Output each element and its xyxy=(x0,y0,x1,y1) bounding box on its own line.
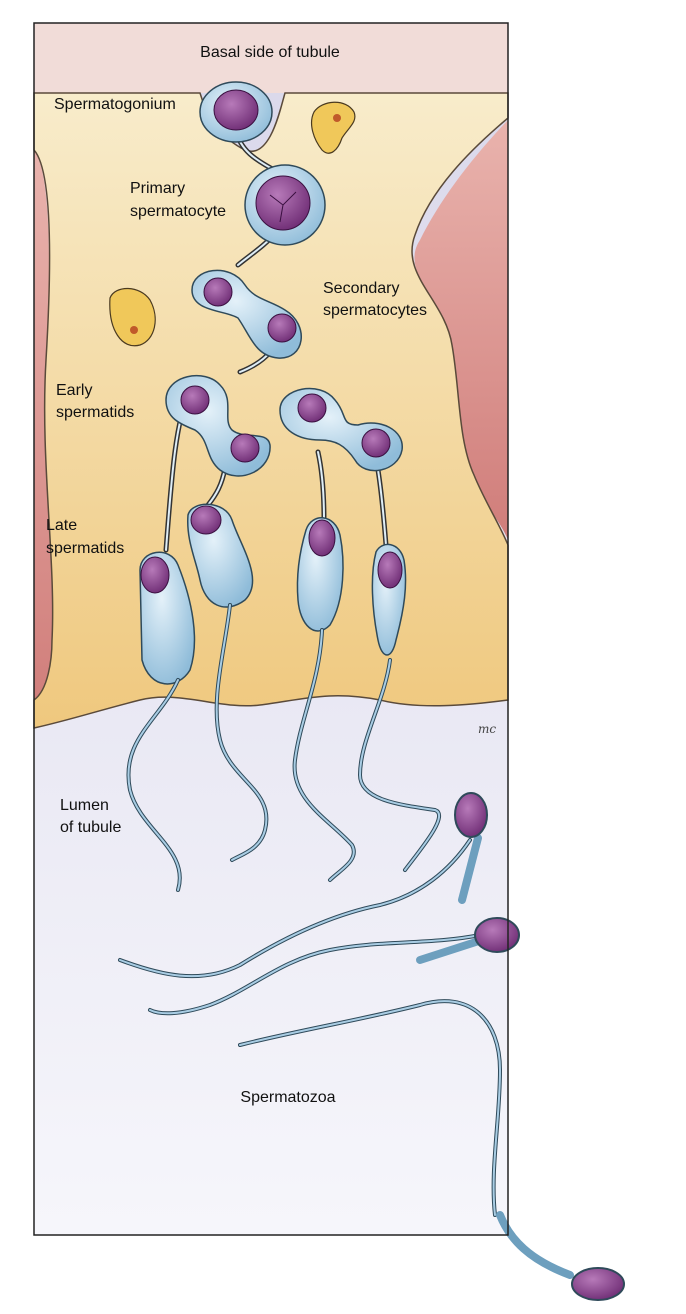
diagram-frame xyxy=(33,22,509,1236)
label-primary-line1: Primary xyxy=(130,180,185,197)
right-interstitial-region xyxy=(414,120,508,540)
early-spermatid-nucleus-4 xyxy=(361,428,391,458)
label-spermatogonium: Spermatogonium xyxy=(54,96,176,113)
spermatozoon-1 xyxy=(454,792,488,904)
label-early-line2: spermatids xyxy=(56,404,134,421)
late-spermatid-head-4 xyxy=(377,551,403,589)
primary-chromatin xyxy=(269,191,297,223)
spermatogonium-nucleus xyxy=(213,89,259,131)
late-spermatid-head-1 xyxy=(140,556,170,594)
early-spermatid-nucleus-1 xyxy=(180,385,210,415)
early-spermatids xyxy=(165,374,403,477)
label-secondary-line2: spermatocytes xyxy=(323,302,427,319)
sertoli-nucleus-upper xyxy=(310,101,356,154)
label-early-line1: Early xyxy=(56,382,92,399)
label-primary-line2: spermatocyte xyxy=(130,203,226,220)
early-spermatid-nucleus-3 xyxy=(297,393,327,423)
primary-spermatocyte-nucleus xyxy=(255,175,311,231)
label-spermatozoa: Spermatozoa xyxy=(240,1089,335,1106)
late-spermatid-head-2 xyxy=(190,505,222,535)
sertoli-nucleolus-upper xyxy=(333,114,341,122)
sertoli-nucleus-lower xyxy=(109,287,156,347)
spermatozoon-3-head xyxy=(571,1267,625,1301)
label-late-line1: Late xyxy=(46,517,77,534)
spermatozoa-tails-inner xyxy=(119,604,502,1216)
label-lumen-line1: Lumen xyxy=(60,797,109,814)
spermatozoon-1-head xyxy=(454,792,488,838)
late-spermatids xyxy=(139,503,407,685)
early-spermatid-nucleus-2 xyxy=(230,433,260,463)
secondary-spermatocytes xyxy=(191,269,302,359)
spermatozoon-3 xyxy=(496,1211,625,1301)
secondary-nucleus-2 xyxy=(267,313,297,343)
basal-membrane xyxy=(34,23,508,93)
sertoli-nucleolus-lower xyxy=(130,326,138,334)
label-lumen-line2: of tubule xyxy=(60,819,121,836)
late-spermatid-head-3 xyxy=(308,519,336,557)
label-late-line2: spermatids xyxy=(46,540,124,557)
spermatozoon-2-head xyxy=(474,917,520,953)
label-secondary-line1: Secondary xyxy=(323,280,400,297)
secondary-nucleus-1 xyxy=(203,277,233,307)
label-basal-side: Basal side of tubule xyxy=(200,44,340,61)
artist-signature: mc xyxy=(478,722,496,736)
